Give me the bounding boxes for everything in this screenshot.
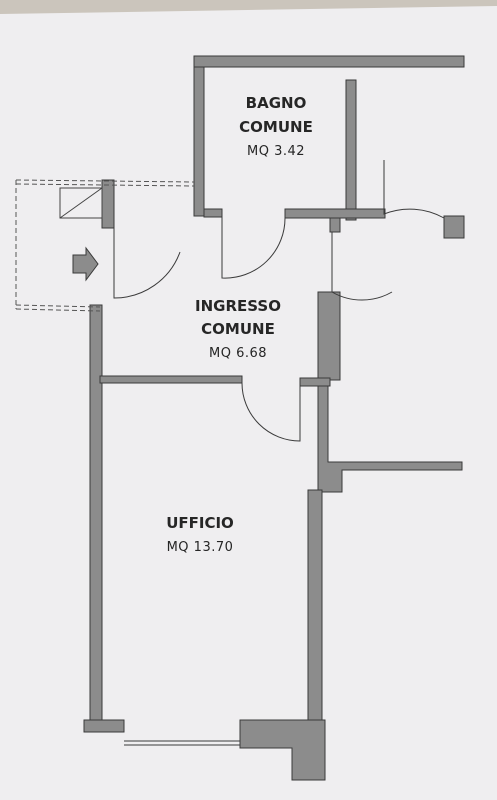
wall-ingresso-ufficio [99, 375, 243, 384]
ufficio-area: MQ 13.70 [167, 540, 234, 555]
ingresso-area: MQ 6.68 [209, 346, 267, 361]
entrance-arrow-icon [72, 246, 99, 282]
wall-bottom-right [239, 719, 326, 781]
wall-corridor-post [101, 179, 115, 229]
ingresso-name-line2: COMUNE [201, 320, 275, 338]
wall-bagno-right [345, 79, 357, 221]
wall-bagno-left [193, 55, 205, 217]
wall-bottom-left [83, 719, 125, 733]
wall-left [89, 304, 103, 731]
walls [83, 55, 465, 781]
wall-top [193, 55, 465, 68]
wall-bagno-bottom-left [203, 208, 223, 218]
bagno-area: MQ 3.42 [247, 144, 305, 159]
wall-right-upper [317, 291, 463, 493]
bagno-name-line2: COMUNE [239, 118, 313, 136]
paper-sheet [0, 6, 497, 800]
door-swings [113, 160, 445, 442]
ufficio-name: UFFICIO [166, 514, 234, 532]
wall-right-stub [443, 215, 465, 239]
wall-ingresso-right-stub [299, 377, 331, 387]
window-ufficio [124, 740, 240, 746]
wall-ingresso-post [329, 217, 341, 233]
bagno-name-line1: BAGNO [246, 94, 307, 112]
ingresso-name-line1: INGRESSO [195, 297, 281, 315]
wall-bagno-bottom-right [284, 208, 386, 219]
shaft-box [59, 187, 103, 219]
corridor-dashed-boundary [15, 179, 195, 312]
